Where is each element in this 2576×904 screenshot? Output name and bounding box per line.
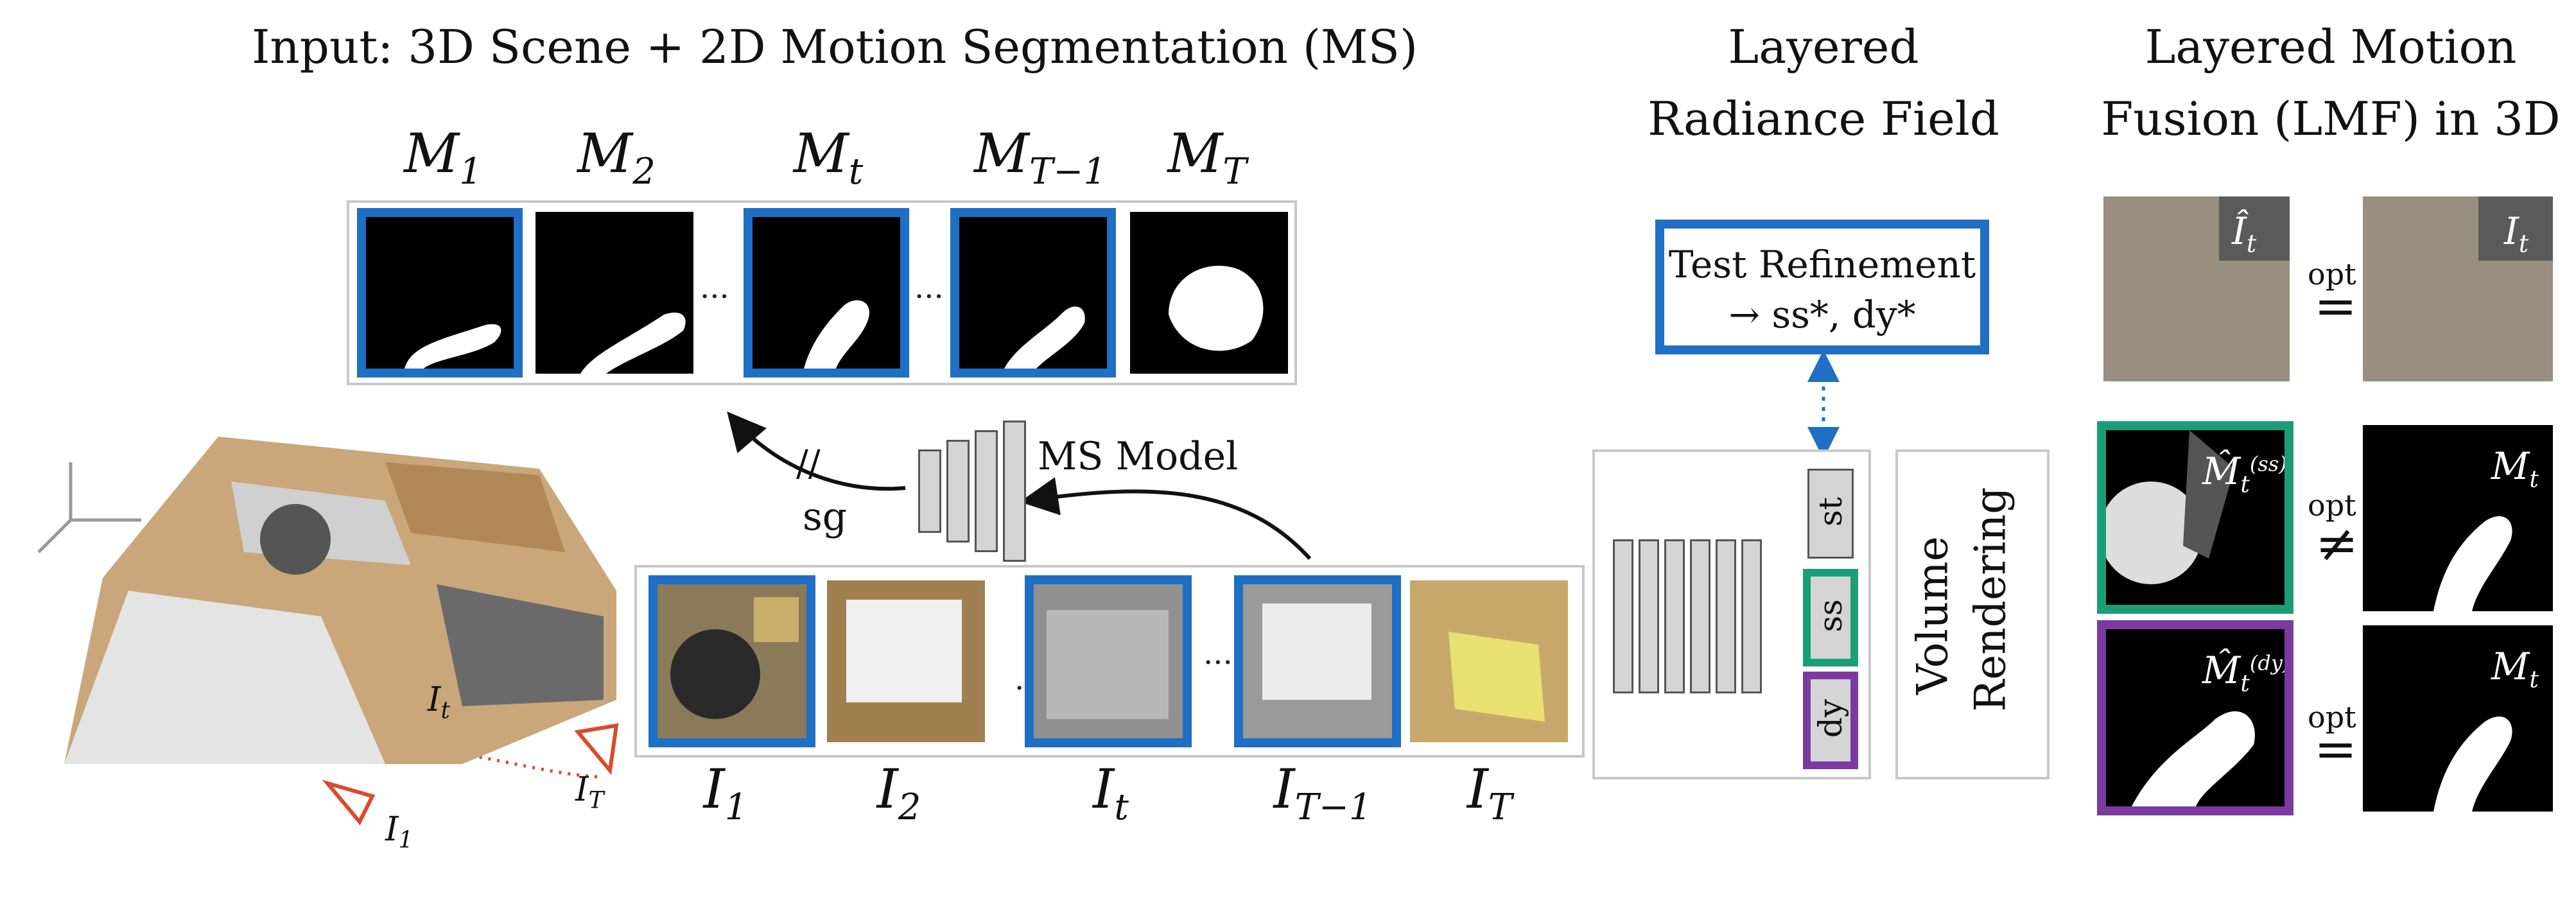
sg-label: sg bbox=[803, 494, 848, 539]
lmf-eq-2: = bbox=[2314, 719, 2358, 779]
ms-model-bar-2 bbox=[946, 440, 970, 543]
camera-1-label: I1 bbox=[385, 810, 413, 854]
lmf-rgb-gt-content bbox=[2363, 196, 2553, 381]
lmf-title: Layered Motion Fusion (LMF) in 3D bbox=[2087, 19, 2575, 147]
mask-label-t: Mt bbox=[793, 122, 864, 193]
lmf-mask-gt-2: Mt bbox=[2363, 625, 2553, 812]
lmf-opt-3: opt bbox=[2308, 700, 2356, 734]
lmf-mask-gt-1-content bbox=[2433, 516, 2512, 611]
mask-frame-T-1 bbox=[950, 208, 1116, 378]
mask-ellipsis-1: ... bbox=[700, 270, 729, 306]
lmf-mask-gt-2-label: Mt bbox=[2491, 645, 2539, 693]
lrf-title-line1: Layered bbox=[1728, 20, 1919, 74]
backbone-layer-3 bbox=[1664, 539, 1685, 693]
image-content-2 bbox=[846, 600, 962, 702]
mask-label-T: MT bbox=[1167, 122, 1247, 193]
lmf-neq: ≠ bbox=[2315, 514, 2359, 573]
mask-frame-t bbox=[744, 208, 909, 378]
backbone-layer-4 bbox=[1690, 539, 1710, 693]
mask-shape-2 bbox=[580, 312, 686, 374]
image-label-2: I2 bbox=[876, 758, 921, 828]
mask-label-T-1: MT−1 bbox=[974, 122, 1106, 193]
backbone-layer-1 bbox=[1613, 539, 1633, 693]
camera-t-label: It bbox=[428, 681, 451, 724]
lmf-opt-1: opt bbox=[2308, 257, 2356, 291]
volume-rendering-line1: Volume bbox=[1908, 536, 1958, 695]
head-dy: dy bbox=[1803, 672, 1858, 769]
lmf-rgb-pred: Ît bbox=[2103, 196, 2290, 381]
image-content-T-1 bbox=[1262, 604, 1371, 700]
lmf-opt-2: opt bbox=[2308, 488, 2356, 523]
image-ellipsis-2: ... bbox=[1203, 636, 1233, 672]
lrf-title-line2: Radiance Field bbox=[1648, 92, 1999, 146]
mask-shape-1 bbox=[405, 324, 501, 369]
camera-1-icon bbox=[322, 779, 376, 826]
camera-T-label: IT bbox=[575, 770, 604, 814]
lmf-title-line2: Fusion (LMF) in 3D bbox=[2101, 92, 2561, 146]
mask-shape-T bbox=[1169, 265, 1264, 351]
backbone-layer-6 bbox=[1741, 539, 1762, 693]
lmf-mask-dy-content bbox=[2132, 711, 2255, 806]
image-frame-2 bbox=[827, 580, 985, 742]
lmf-eq-1: = bbox=[2314, 276, 2358, 336]
lmf-rgb-gt-label: It bbox=[2504, 209, 2529, 258]
layered-radiance-field-title: Layered Radiance Field bbox=[1592, 19, 2055, 147]
test-refinement-line1: Test Refinement bbox=[1668, 243, 1976, 286]
mask-label-2: M2 bbox=[577, 122, 656, 193]
volume-rendering-line2: Rendering bbox=[1965, 487, 2015, 712]
ms-model-bar-1 bbox=[918, 449, 941, 533]
mask-shape-T-1 bbox=[1004, 306, 1085, 369]
lmf-title-line1: Layered Motion bbox=[2145, 20, 2517, 74]
scene-pointcloud bbox=[51, 424, 616, 764]
lmf-mask-ss-label: M̂t(ss) bbox=[2202, 449, 2287, 498]
lmf-mask-ss-content bbox=[2106, 430, 2234, 584]
lmf-mask-dy: M̂t(dy) bbox=[2097, 620, 2293, 815]
backbone-layer-2 bbox=[1639, 539, 1659, 693]
head-ss: ss bbox=[1803, 569, 1858, 666]
image-content-1 bbox=[670, 597, 799, 719]
head-st: st bbox=[1807, 469, 1854, 559]
lmf-mask-gt-1: Mt bbox=[2363, 425, 2553, 611]
input-title: Input: 3D Scene + 2D Motion Segmentation… bbox=[251, 20, 1418, 74]
image-label-1: I1 bbox=[703, 758, 748, 828]
image-frame-T-1 bbox=[1234, 575, 1401, 747]
image-content-T bbox=[1449, 632, 1545, 722]
mask-shape-t bbox=[804, 300, 869, 369]
ms-model-label: MS Model bbox=[1038, 434, 1239, 479]
ms-model-bar-3 bbox=[975, 430, 998, 552]
lmf-rgb-pred-label: Ît bbox=[2232, 209, 2257, 258]
mask-frame-1 bbox=[357, 208, 523, 378]
image-label-t: It bbox=[1093, 758, 1129, 828]
backbone-layer-5 bbox=[1716, 539, 1736, 693]
image-label-T: IT bbox=[1466, 758, 1513, 828]
test-refinement-box: Test Refinement → ss*, dy* bbox=[1655, 220, 1989, 354]
image-frame-1 bbox=[648, 575, 815, 747]
mask-frame-2 bbox=[535, 212, 693, 374]
lmf-mask-gt-1-label: Mt bbox=[2491, 444, 2539, 493]
lmf-rgb-pred-content bbox=[2103, 196, 2290, 381]
image-frame-T bbox=[1410, 580, 1568, 742]
lmf-mask-ss: M̂t(ss) bbox=[2097, 421, 2293, 614]
mask-ellipsis-2: ... bbox=[914, 270, 944, 306]
arrow-images-to-ms bbox=[1020, 477, 1312, 561]
volume-rendering-panel bbox=[1895, 449, 2049, 779]
image-content-t bbox=[1047, 610, 1169, 719]
mask-frame-T bbox=[1130, 212, 1288, 374]
test-refinement-line2: → ss*, dy* bbox=[1728, 293, 1916, 336]
mask-label-1: M1 bbox=[404, 122, 482, 193]
lmf-mask-gt-2-content bbox=[2433, 716, 2512, 812]
lmf-mask-dy-label: M̂t(dy) bbox=[2202, 648, 2291, 697]
sg-mark: // bbox=[796, 443, 821, 485]
lmf-rgb-gt: It bbox=[2363, 196, 2553, 381]
image-label-T-1: IT−1 bbox=[1273, 758, 1372, 828]
image-frame-t bbox=[1025, 575, 1192, 747]
ms-model-bar-4 bbox=[1003, 421, 1026, 562]
